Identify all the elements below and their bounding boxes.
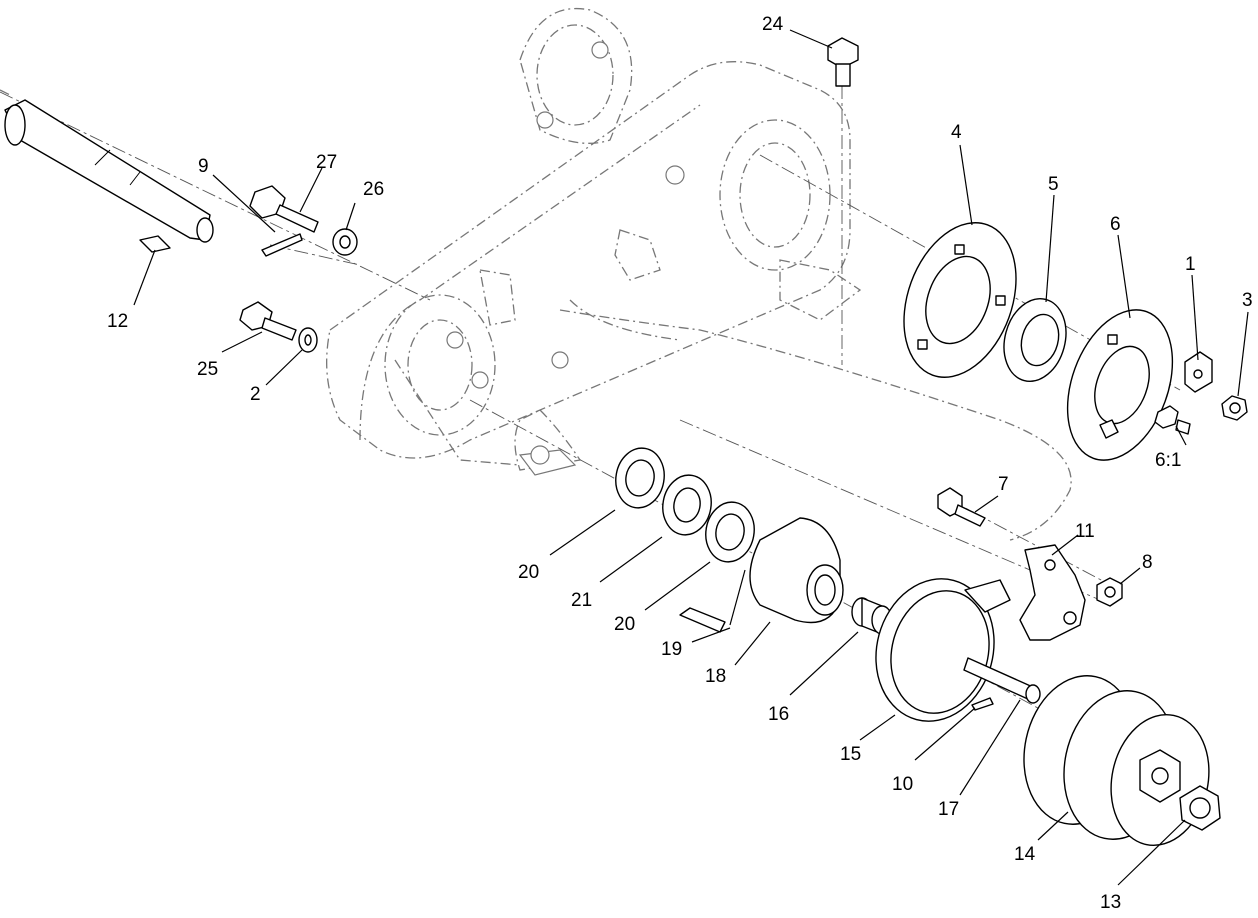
nut-part-13	[1179, 785, 1221, 831]
callout-17: 17	[938, 799, 959, 820]
bushing-part-16	[851, 597, 893, 635]
callout-18: 18	[705, 666, 726, 687]
callout-1: 1	[1185, 254, 1196, 275]
brake-band-part-15	[875, 578, 1011, 722]
lock-washer-part-26	[332, 228, 358, 256]
callout-labels: 24 4 5 6 1 3 6:1 7 8 11 9 27 26 12 25 2 …	[107, 14, 1253, 913]
spacer-part-21	[662, 474, 712, 536]
washer-part-2	[298, 327, 318, 353]
assembly-centerlines	[0, 85, 1181, 721]
callout-12: 12	[107, 311, 128, 332]
callout-26: 26	[363, 179, 384, 200]
callout-14: 14	[1014, 844, 1036, 865]
grease-fitting-part-6-1	[1154, 405, 1191, 435]
leader-lines	[133, 29, 1249, 886]
bolt-part-25	[239, 301, 297, 341]
callout-9: 9	[198, 156, 209, 177]
stud-part-19	[679, 607, 726, 633]
callout-15: 15	[840, 744, 861, 765]
callout-6-1: 6:1	[1155, 450, 1181, 471]
callout-16: 16	[768, 704, 789, 725]
bearing-housing-part-18	[749, 517, 844, 624]
callout-7: 7	[998, 474, 1009, 495]
callout-6: 6	[1110, 214, 1121, 235]
bearing-part-20-a	[615, 447, 665, 509]
flange-plate-part-6	[1066, 309, 1174, 461]
brake-lever-part-11	[1019, 544, 1086, 641]
callout-21: 21	[571, 590, 592, 611]
callout-8: 8	[1142, 552, 1153, 573]
nut-part-3	[1221, 395, 1248, 421]
flange-plate-part-4	[903, 222, 1017, 378]
flange-bearing-part-5	[1003, 297, 1067, 383]
axle-shaft	[0, 89, 214, 243]
callout-19: 19	[661, 639, 682, 660]
callout-10: 10	[892, 774, 913, 795]
callout-24: 24	[762, 14, 784, 35]
cotter-pin-part-9	[261, 233, 303, 257]
callout-4: 4	[951, 122, 962, 143]
callout-11: 11	[1075, 521, 1095, 542]
callout-20-b: 20	[614, 614, 635, 635]
bearing-part-20-b	[705, 501, 755, 563]
callout-13: 13	[1100, 892, 1121, 913]
pulley-part-14	[1023, 675, 1210, 847]
pin-part-17	[963, 657, 1041, 704]
bracket-clip-part-1	[1184, 351, 1213, 393]
callout-27: 27	[316, 152, 337, 173]
callout-20-a: 20	[518, 562, 539, 583]
callout-3: 3	[1242, 290, 1253, 311]
callout-2: 2	[250, 384, 261, 405]
nut-part-8	[1096, 577, 1123, 607]
key-part-12	[139, 235, 171, 253]
callout-5: 5	[1048, 174, 1059, 195]
bolt-part-7	[937, 487, 986, 527]
callout-25: 25	[197, 359, 218, 380]
bolt-part-24	[827, 37, 859, 87]
bolt-part-27	[249, 185, 319, 233]
phantom-housing	[326, 8, 1072, 541]
